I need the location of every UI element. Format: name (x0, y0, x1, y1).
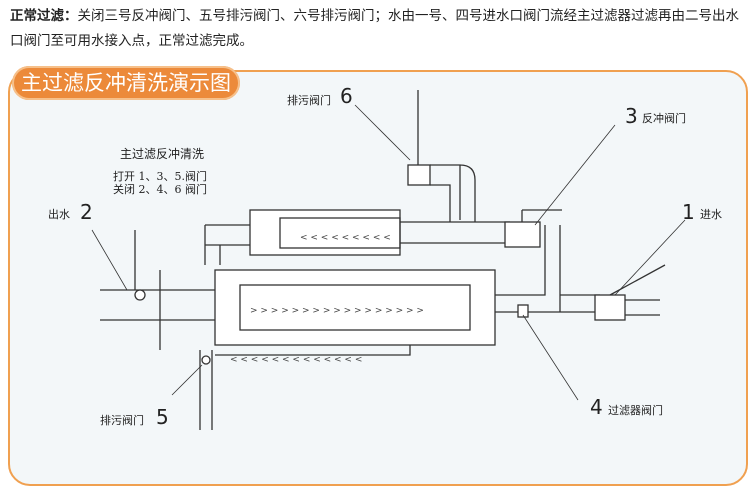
label-1-number: 1 (682, 200, 695, 224)
caption-close: 关闭 2、4、6 阀门 (113, 183, 207, 196)
label-6-text: 排污阀门 (287, 94, 331, 107)
valve-2 (134, 289, 146, 301)
drain-pipe-6 (417, 90, 476, 222)
elbow-pipe-left (204, 224, 250, 265)
label-2-number: 2 (80, 200, 93, 224)
outlet-pipe-2 (100, 230, 215, 350)
drain-pipe-5 (199, 350, 213, 430)
top-connector-pipe (400, 221, 510, 244)
valve-3 (504, 221, 541, 248)
main-filter-element (239, 284, 471, 331)
label-6-number: 6 (340, 84, 353, 108)
label-1-text: 进水 (700, 208, 722, 221)
intro-paragraph: 正常过滤：关闭三号反冲阀门、五号排污阀门、六号排污阀门；水由一号、四号进水口阀门… (10, 4, 745, 54)
diagram-title: 主过滤反冲清洗演示图 (12, 66, 240, 100)
valve-6 (407, 164, 431, 186)
inlet-manifold (495, 225, 600, 313)
valve-3-handle (521, 209, 562, 222)
svg-text:< < < < < < < < < < < < <: < < < < < < < < < < < < < (230, 355, 362, 365)
main-filter-housing (214, 269, 496, 346)
leader-lines (91, 104, 686, 401)
intro-heading: 正常过滤： (10, 8, 78, 24)
label-4-text: 过滤器阀门 (608, 404, 663, 417)
label-5-number: 5 (156, 405, 169, 429)
label-4-number: 4 (590, 395, 603, 419)
valve-5 (201, 355, 211, 365)
caption-open: 打开 1、3、5.阀门 (113, 170, 207, 183)
svg-text:> > > > > > > > > > > > > > >: > > > > > > > > > > > > > > > > > (250, 306, 424, 316)
valve-4 (517, 304, 529, 318)
secondary-filter-element (279, 217, 401, 249)
bottom-channel (215, 345, 411, 356)
label-5-text: 排污阀门 (100, 414, 144, 427)
label-2-text: 出水 (48, 208, 70, 221)
label-3-number: 3 (625, 104, 638, 128)
label-3-text: 反冲阀门 (642, 112, 686, 125)
intro-text: 关闭三号反冲阀门、五号排污阀门、六号排污阀门；水由一号、四号进水口阀门流经主过滤… (10, 8, 739, 49)
svg-text:< < < < < < < < <: < < < < < < < < < (300, 233, 391, 243)
caption-title: 主过滤反冲清洗 (120, 147, 205, 161)
valve-1 (594, 294, 626, 321)
